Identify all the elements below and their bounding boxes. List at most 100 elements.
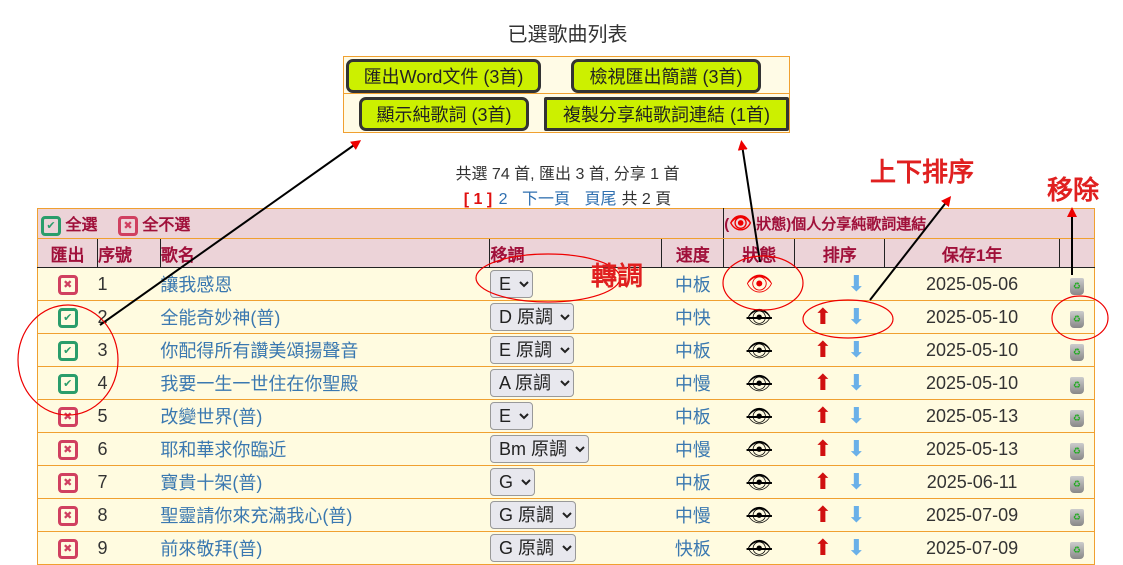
export-checkbox[interactable]: ✖	[57, 274, 78, 295]
move-up-icon[interactable]: ⬆	[813, 337, 833, 362]
move-down-icon[interactable]: ⬇	[847, 502, 866, 527]
move-down-icon[interactable]: ⬇	[847, 271, 866, 296]
speed-link[interactable]: 中板	[661, 465, 724, 499]
table-row: ✔ 2 全能奇妙神(普) D 原調 中快 👁 ⬆ ⬇ 2025-05-10 ♻	[37, 300, 1095, 334]
row-number: 6	[97, 432, 161, 466]
save-date: 2025-07-09	[884, 531, 1060, 565]
page-2-link[interactable]: 2	[498, 191, 508, 208]
export-checkbox[interactable]: ✔	[57, 373, 78, 394]
sort-annotation: 上下排序	[870, 157, 975, 187]
move-down-icon[interactable]: ⬇	[847, 535, 866, 560]
row-number: 2	[97, 300, 161, 334]
table-row: ✔ 4 我要一生一世住在你聖殿 A 原調 中慢 👁 ⬆ ⬇ 2025-05-10…	[37, 366, 1095, 400]
transpose-select[interactable]: D 原調	[489, 303, 574, 331]
eye-slash-icon[interactable]: 👁	[746, 405, 772, 428]
export-checkbox[interactable]: ✖	[57, 538, 78, 559]
move-up-icon[interactable]: ⬆	[813, 304, 833, 329]
speed-link[interactable]: 中慢	[661, 498, 724, 532]
song-name-link[interactable]: 聖靈請你來充滿我心(普)	[160, 498, 490, 532]
eye-icon: 👁	[729, 213, 753, 233]
speed-link[interactable]: 快板	[661, 531, 724, 565]
remove-annotation: 移除	[1047, 175, 1100, 205]
eye-slash-icon[interactable]: 👁	[746, 306, 772, 329]
move-up-icon[interactable]: ⬆	[813, 502, 833, 527]
view-score-button[interactable]: 檢視匯出簡譜 (3首)	[571, 59, 761, 93]
song-name-link[interactable]: 我要一生一世住在你聖殿	[160, 366, 490, 400]
move-down-icon[interactable]: ⬇	[847, 304, 866, 329]
transpose-select[interactable]: E	[489, 270, 533, 298]
next-page-link[interactable]: 下一頁	[521, 191, 570, 208]
table-row: ✖ 1 讓我感恩 E 中板 👁 ⬆ ⬇ 2025-05-06 ♻	[37, 267, 1095, 301]
trash-icon[interactable]: ♻	[1069, 410, 1084, 427]
trash-icon[interactable]: ♻	[1069, 311, 1084, 328]
transpose-select[interactable]: E 原調	[489, 336, 574, 364]
speed-link[interactable]: 中慢	[661, 432, 724, 466]
export-checkbox[interactable]: ✔	[57, 307, 78, 328]
show-lyrics-button[interactable]: 顯示純歌詞 (3首)	[359, 97, 529, 131]
song-name-link[interactable]: 改變世界(普)	[160, 399, 490, 433]
select-all-button[interactable]: ✔ 全選	[41, 215, 97, 236]
transpose-select[interactable]: G 原調	[489, 501, 576, 529]
move-down-icon[interactable]: ⬇	[847, 370, 866, 395]
trash-icon[interactable]: ♻	[1069, 476, 1084, 493]
export-checkbox[interactable]: ✔	[57, 340, 78, 361]
trash-icon[interactable]: ♻	[1069, 377, 1084, 394]
speed-link[interactable]: 中板	[661, 333, 724, 367]
move-down-icon[interactable]: ⬇	[847, 436, 866, 461]
speed-link[interactable]: 中慢	[661, 366, 724, 400]
transpose-select[interactable]: E	[489, 402, 533, 430]
trash-icon[interactable]: ♻	[1069, 278, 1084, 295]
eye-slash-icon[interactable]: 👁	[746, 504, 772, 527]
trash-icon[interactable]: ♻	[1069, 344, 1084, 361]
trash-icon[interactable]: ♻	[1069, 542, 1084, 559]
move-down-icon[interactable]: ⬇	[847, 403, 866, 428]
column-header: 速度	[661, 238, 725, 268]
column-header: 狀態	[723, 238, 796, 268]
row-number: 7	[97, 465, 161, 499]
song-name-link[interactable]: 耶和華求你臨近	[160, 432, 490, 466]
move-up-icon[interactable]: ⬆	[813, 436, 833, 461]
song-name-link[interactable]: 讓我感恩	[160, 267, 490, 301]
speed-link[interactable]: 中快	[661, 300, 724, 334]
move-up-icon[interactable]: ⬆	[813, 535, 833, 560]
transpose-select[interactable]: G	[489, 468, 535, 496]
song-name-link[interactable]: 你配得所有讚美頌揚聲音	[160, 333, 490, 367]
export-word-button[interactable]: 匯出Word文件 (3首)	[346, 59, 541, 93]
copy-share-link-button[interactable]: 複製分享純歌詞連結 (1首)	[544, 97, 789, 131]
export-checkbox[interactable]: ✖	[57, 472, 78, 493]
last-page-link[interactable]: 頁尾	[584, 191, 617, 208]
move-up-icon[interactable]: ⬆	[813, 403, 833, 428]
eye-icon[interactable]: 👁	[745, 271, 774, 296]
row-number: 3	[97, 333, 161, 367]
export-checkbox[interactable]: ✖	[57, 505, 78, 526]
row-number: 8	[97, 498, 161, 532]
eye-slash-icon[interactable]: 👁	[746, 537, 772, 560]
transpose-select[interactable]: A 原調	[489, 369, 574, 397]
transpose-select[interactable]: G 原調	[489, 534, 576, 562]
trash-icon[interactable]: ♻	[1069, 509, 1084, 526]
song-name-link[interactable]: 全能奇妙神(普)	[160, 300, 490, 334]
move-down-icon[interactable]: ⬇	[847, 469, 866, 494]
table-row: ✖ 8 聖靈請你來充滿我心(普) G 原調 中慢 👁 ⬆ ⬇ 2025-07-0…	[37, 498, 1095, 532]
speed-link[interactable]: 中板	[661, 399, 724, 433]
eye-slash-icon[interactable]: 👁	[746, 372, 772, 395]
save-date: 2025-07-09	[884, 498, 1060, 532]
move-up-icon[interactable]: ⬆	[813, 469, 833, 494]
transpose-select[interactable]: Bm 原調	[489, 435, 589, 463]
eye-slash-icon[interactable]: 👁	[746, 339, 772, 362]
trash-icon[interactable]: ♻	[1069, 443, 1084, 460]
column-header: 序號	[96, 238, 161, 268]
deselect-all-button[interactable]: ✖ 全不選	[117, 215, 190, 236]
eye-slash-icon[interactable]: 👁	[746, 471, 772, 494]
column-header	[1058, 238, 1095, 268]
move-up-icon[interactable]: ⬆	[813, 370, 833, 395]
song-name-link[interactable]: 寶貴十架(普)	[160, 465, 490, 499]
page-title: 已選歌曲列表	[507, 24, 628, 46]
row-number: 1	[97, 267, 161, 301]
export-checkbox[interactable]: ✖	[57, 439, 78, 460]
eye-slash-icon[interactable]: 👁	[746, 438, 772, 461]
song-name-link[interactable]: 前來敬拜(普)	[160, 531, 490, 565]
speed-link[interactable]: 中板	[661, 267, 724, 301]
move-down-icon[interactable]: ⬇	[847, 337, 866, 362]
export-checkbox[interactable]: ✖	[57, 406, 78, 427]
